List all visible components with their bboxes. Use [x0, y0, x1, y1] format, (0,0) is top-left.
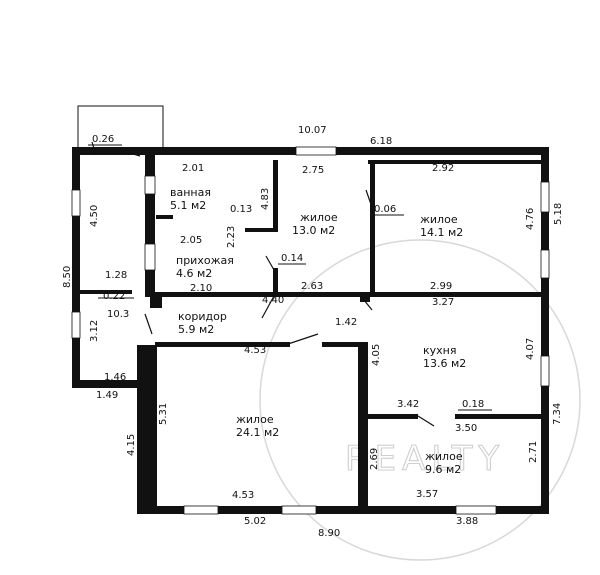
dim-205: 2.05 [180, 235, 202, 246]
room-living3-area: 24.1 м2 [236, 426, 279, 439]
watermark-text: REALTY [345, 439, 505, 479]
dim-balcony-door: 0.26 [92, 134, 114, 145]
dim-223: 2.23 [226, 226, 237, 248]
dim-013: 0.13 [230, 204, 252, 215]
dim-128: 1.28 [105, 270, 127, 281]
room-labels: ванная 5.1 м2 прихожая 4.6 м2 коридор 5.… [170, 186, 466, 476]
dim-149: 1.49 [96, 390, 118, 401]
dim-388: 3.88 [456, 516, 478, 527]
watermark-ring [259, 239, 581, 561]
dim-453b: 4.53 [232, 490, 254, 501]
interior-walls [80, 160, 542, 512]
dim-350: 3.50 [455, 423, 477, 434]
dim-415: 4.15 [126, 434, 137, 456]
dim-453a: 4.53 [244, 345, 266, 356]
room-kitchen-area: 13.6 м2 [423, 357, 466, 370]
dim-357: 3.57 [416, 489, 438, 500]
dim-142: 1.42 [335, 317, 357, 328]
dim-502: 5.02 [244, 516, 266, 527]
dim-271: 2.71 [528, 441, 539, 463]
dim-210: 2.10 [190, 283, 212, 294]
doors [91, 141, 435, 427]
room-hall-name: прихожая [176, 254, 234, 267]
balcony [77, 105, 164, 148]
dim-022: 0.22 [103, 291, 125, 302]
room-hall-area: 4.6 м2 [176, 267, 212, 280]
vertical-dimension-labels: 4.50 8.50 4.83 4.76 5.18 2.23 3.12 4.05 … [62, 188, 564, 470]
dim-103: 10.3 [107, 309, 129, 320]
dim-top-total: 10.07 [298, 125, 327, 136]
room-living1-name: жилое [300, 211, 338, 224]
dim-006: 0.06 [374, 204, 396, 215]
dim-327: 3.27 [432, 297, 454, 308]
dim-450: 4.50 [89, 205, 100, 227]
room-living4-name: жилое [425, 450, 463, 463]
dim-440: 4.40 [262, 295, 284, 306]
dim-263: 2.63 [301, 281, 323, 292]
dim-146: 1.46 [104, 372, 126, 383]
dim-312: 3.12 [89, 320, 100, 342]
room-bathroom-area: 5.1 м2 [170, 199, 206, 212]
dim-890: 8.90 [318, 528, 340, 539]
room-bathroom-name: ванная [170, 186, 211, 199]
room-living2-area: 14.1 м2 [420, 226, 463, 239]
room-corridor-name: коридор [178, 310, 227, 323]
dim-483: 4.83 [260, 188, 271, 210]
windows [71, 146, 550, 515]
dim-342: 3.42 [397, 399, 419, 410]
dim-018: 0.18 [462, 399, 484, 410]
dim-734: 7.34 [552, 403, 563, 425]
dim-531: 5.31 [158, 403, 169, 425]
room-kitchen-name: кухня [423, 344, 456, 357]
dim-299: 2.99 [430, 281, 452, 292]
dim-top-right: 6.18 [370, 136, 392, 147]
dim-405: 4.05 [371, 344, 382, 366]
dim-407: 4.07 [525, 338, 536, 360]
watermark: REALTY [259, 239, 581, 561]
dim-014: 0.14 [281, 253, 303, 264]
dim-850: 8.50 [62, 266, 73, 288]
room-living1-area: 13.0 м2 [292, 224, 335, 237]
dim-269: 2.69 [369, 448, 380, 470]
dim-201: 2.01 [182, 163, 204, 174]
dim-518: 5.18 [553, 203, 564, 225]
dim-476: 4.76 [525, 208, 536, 230]
room-living4-area: 9.6 м2 [425, 463, 461, 476]
dim-275: 2.75 [302, 165, 324, 176]
dimension-labels: 10.07 6.18 0.26 2.01 2.75 2.92 0.13 0.06… [88, 125, 492, 539]
dim-292: 2.92 [432, 163, 454, 174]
room-living3-name: жилое [236, 413, 274, 426]
room-living2-name: жилое [420, 213, 458, 226]
room-corridor-area: 5.9 м2 [178, 323, 214, 336]
